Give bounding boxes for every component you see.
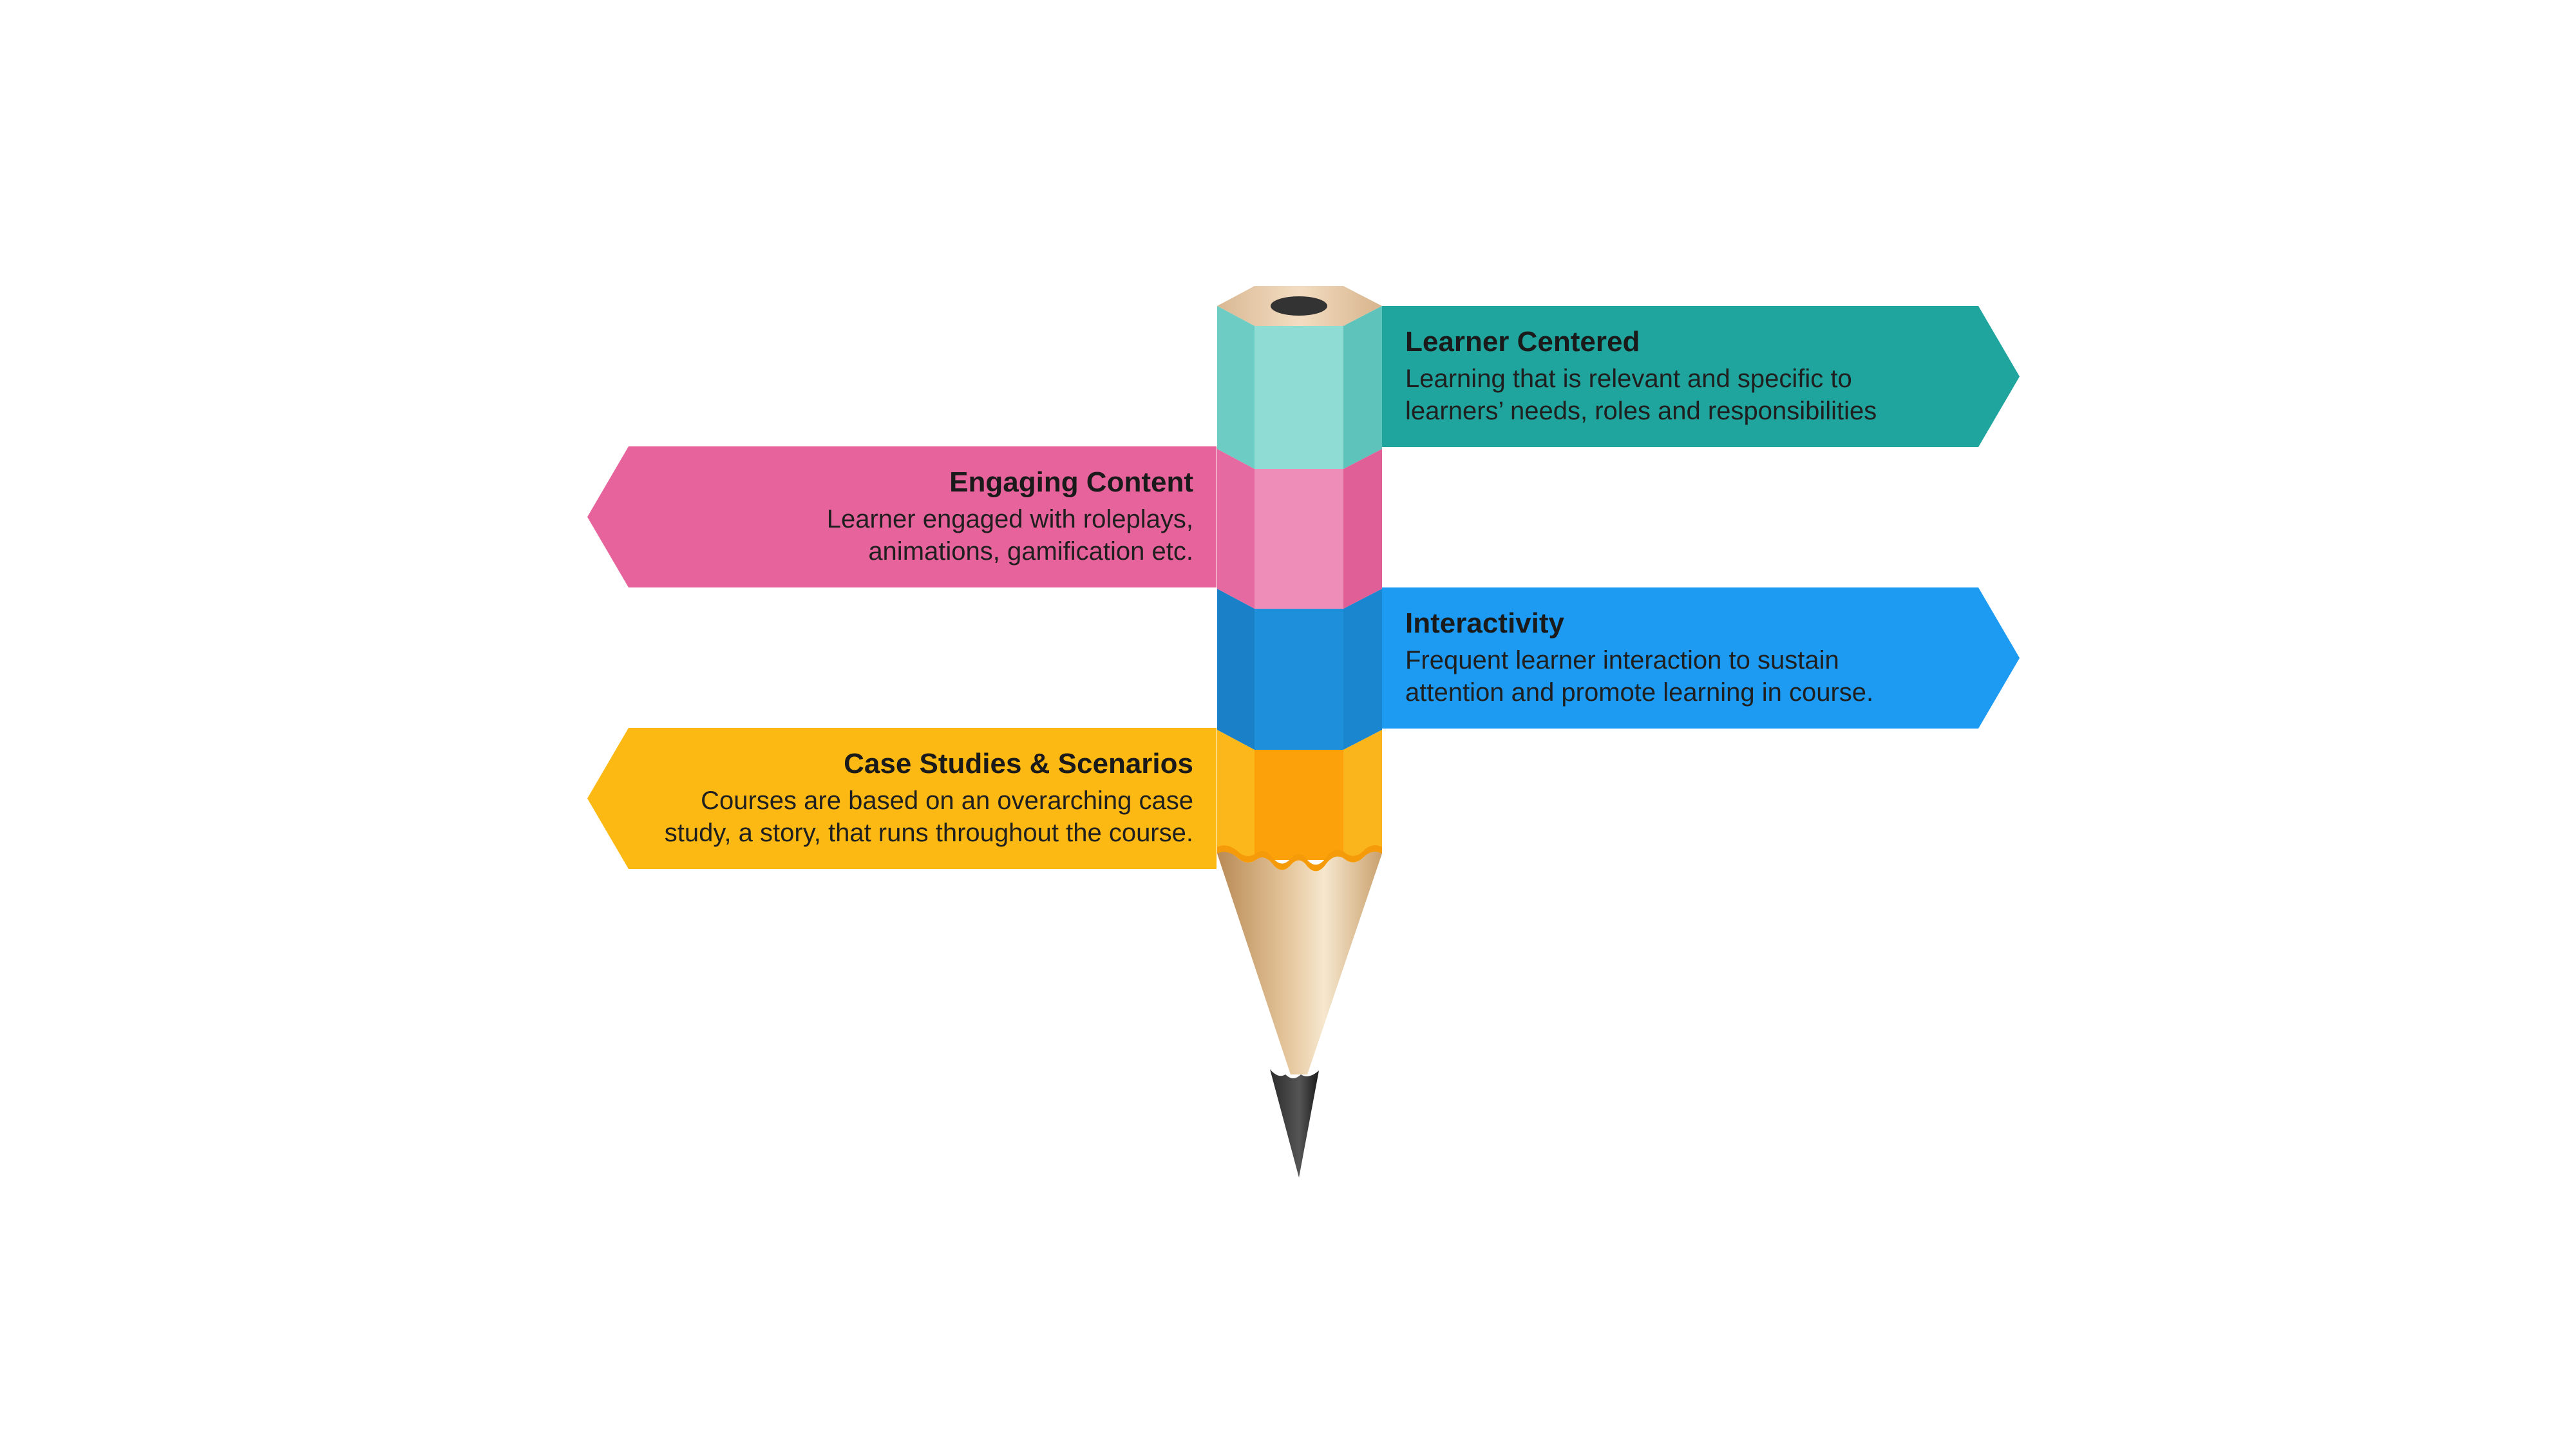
arrow-right-shape: [1382, 587, 2020, 729]
pencil-segment-teal: [1217, 306, 1382, 469]
pencil-lead-top: [1271, 296, 1327, 316]
banner-interactivity: Interactivity Frequent learner interacti…: [1382, 587, 2020, 729]
pencil-segment-orange: [1217, 730, 1382, 860]
banner-learner-centered: Learner Centered Learning that is releva…: [1382, 306, 2020, 447]
banner-title: Learner Centered: [1405, 326, 1640, 358]
arrow-right-shape: [1382, 306, 2020, 447]
pencil-graphite-tip: [1270, 1069, 1319, 1178]
pencil-wood-tip: [1217, 852, 1382, 1074]
pencil-segment-blue: [1217, 589, 1382, 750]
arrow-left-shape: [587, 446, 1217, 587]
banner-title: Case Studies & Scenarios: [844, 748, 1193, 780]
arrow-left-shape: [587, 728, 1217, 869]
banner-title: Engaging Content: [949, 466, 1193, 499]
banner-case-studies: Case Studies & Scenarios Courses are bas…: [587, 728, 1217, 869]
pencil-paint-edge: [1217, 845, 1382, 872]
banner-description: Learner engaged with roleplays, animatio…: [826, 504, 1193, 566]
pencil-segment-pink: [1217, 449, 1382, 609]
banner-engaging-content: Engaging Content Learner engaged with ro…: [587, 446, 1217, 587]
banner-description: Courses are based on an overarching case…: [664, 786, 1193, 847]
banner-description: Learning that is relevant and specific t…: [1405, 364, 1877, 425]
banner-title: Interactivity: [1405, 607, 1564, 640]
banner-description: Frequent learner interaction to sustain …: [1405, 645, 1874, 707]
